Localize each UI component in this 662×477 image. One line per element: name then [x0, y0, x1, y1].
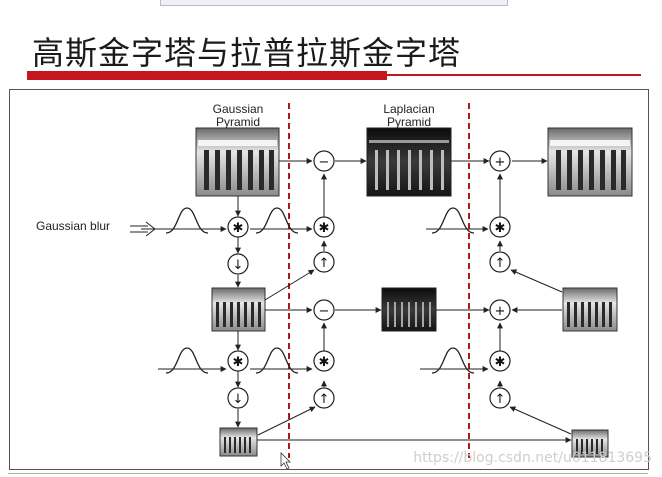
watermark-text: https://blog.csdn.net/u011813695: [413, 450, 652, 466]
upsample-node-e1: ↑: [319, 392, 330, 407]
diagram-frame: [9, 89, 649, 470]
gaussian-level1-image: [211, 287, 266, 332]
subtract-node-level0: −: [319, 155, 330, 170]
laplacian-pyramid-label-line2: Pyramid: [387, 115, 431, 129]
blur-input-arrow: [130, 221, 156, 237]
convolve-node-r0: ✱: [495, 221, 506, 236]
upsample-node-e0: ↑: [319, 256, 330, 271]
window-tab-strip: [160, 0, 508, 6]
laplacian-level1-image: [381, 287, 437, 332]
gaussian-blur-label: Gaussian blur: [36, 219, 110, 233]
gaussian-pyramid-label-line2: Pyramid: [216, 115, 260, 129]
operator-nodes: [227, 150, 511, 409]
convolve-node-g0: ✱: [233, 221, 244, 236]
subtract-node-level1: −: [319, 304, 330, 319]
title-underline: [27, 74, 641, 76]
add-node-level1: +: [495, 304, 506, 319]
gaussian-level0-image: [195, 127, 280, 197]
downsample-node-1: ↓: [233, 392, 244, 407]
laplacian-level0-image: [366, 127, 452, 197]
flow-arrows: [141, 158, 572, 443]
gaussian-kernel-shapes: [165, 207, 475, 374]
gaussian-level2-image: [219, 427, 258, 457]
add-node-level0: +: [495, 155, 506, 170]
reconstructed-level1-image: [562, 287, 618, 332]
laplacian-pyramid-label-line1: Laplacian: [383, 102, 434, 116]
bottom-rule: [8, 473, 648, 474]
slide-title: 高斯金字塔与拉普拉斯金字塔: [32, 34, 462, 72]
convolve-node-e0: ✱: [319, 221, 330, 236]
upsample-node-r0: ↑: [495, 256, 506, 271]
reconstructed-level2-image: [571, 429, 609, 458]
gaussian-pyramid-label-line1: Gaussian: [213, 102, 264, 116]
upsample-node-r1: ↑: [495, 392, 506, 407]
downsample-node-0: ↓: [233, 258, 244, 273]
convolve-node-r1: ✱: [495, 355, 506, 370]
mouse-cursor-icon: [280, 452, 291, 470]
reconstructed-level0-image: [547, 127, 633, 197]
convolve-node-g1: ✱: [233, 355, 244, 370]
convolve-node-e1: ✱: [319, 355, 330, 370]
